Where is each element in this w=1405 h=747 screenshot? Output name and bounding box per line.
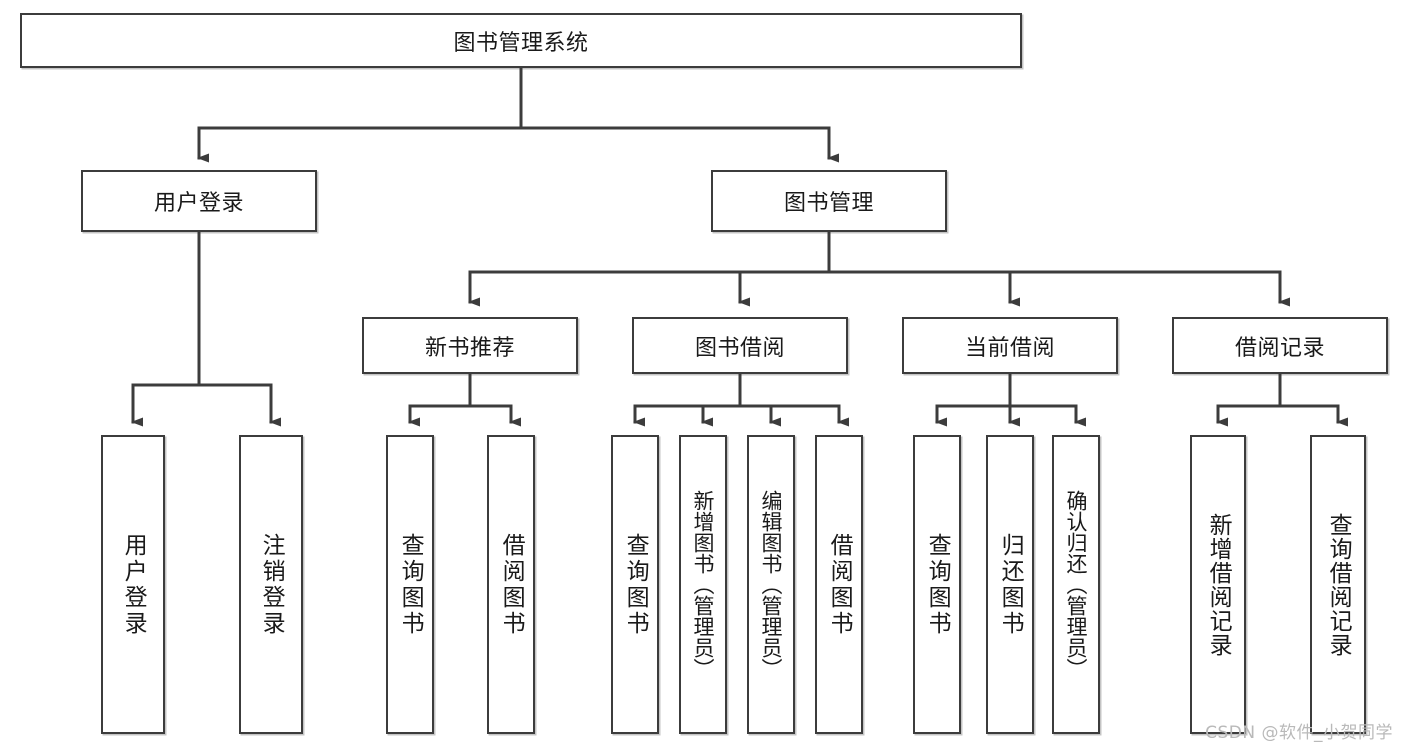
node-label: 图书管理 — [783, 191, 874, 216]
node-label: 查询借阅记录 — [1325, 512, 1352, 657]
node-leaf-query-record[interactable]: 查询借阅记录 — [1310, 435, 1366, 734]
watermark-text: CSDN @软件_小贺同学 — [1205, 723, 1393, 743]
node-leaf-borrow-book-2[interactable]: 借阅图书 — [815, 435, 863, 734]
node-leaf-edit-book[interactable]: 编辑图书（管理员） — [747, 435, 795, 734]
node-label: 图书管理系统 — [453, 30, 589, 56]
node-label: 新增借阅记录 — [1205, 512, 1232, 657]
node-borrow-record[interactable]: 借阅记录 — [1172, 317, 1388, 374]
node-label: 当前借阅 — [964, 335, 1055, 361]
node-leaf-query-book-1[interactable]: 查询图书 — [386, 435, 434, 734]
node-label: 用户登录 — [153, 191, 244, 216]
node-root-system[interactable]: 图书管理系统 — [20, 13, 1022, 68]
node-leaf-add-record[interactable]: 新增借阅记录 — [1190, 435, 1246, 734]
node-book-manage[interactable]: 图书管理 — [711, 170, 947, 232]
node-label: 归还图书 — [997, 532, 1024, 637]
node-label: 借阅图书 — [498, 532, 525, 637]
node-leaf-borrow-book-1[interactable]: 借阅图书 — [487, 435, 535, 734]
node-label: 借阅记录 — [1234, 335, 1325, 361]
node-new-book-rec[interactable]: 新书推荐 — [362, 317, 578, 374]
node-leaf-query-book-2[interactable]: 查询图书 — [611, 435, 659, 734]
node-label: 确认归还（管理员） — [1064, 490, 1089, 679]
node-leaf-user-login[interactable]: 用户登录 — [101, 435, 165, 734]
node-label: 编辑图书（管理员） — [759, 490, 784, 679]
node-leaf-add-book[interactable]: 新增图书（管理员） — [679, 435, 727, 734]
node-label: 图书借阅 — [694, 335, 785, 361]
node-label: 查询图书 — [622, 532, 649, 637]
node-label: 新增图书（管理员） — [691, 490, 716, 679]
node-leaf-return-book[interactable]: 归还图书 — [986, 435, 1034, 734]
node-current-borrow[interactable]: 当前借阅 — [902, 317, 1118, 374]
node-label: 借阅图书 — [826, 532, 853, 637]
node-leaf-confirm-return[interactable]: 确认归还（管理员） — [1052, 435, 1100, 734]
node-label: 用户登录 — [120, 532, 147, 637]
node-label: 查询图书 — [397, 532, 424, 637]
node-leaf-logout[interactable]: 注销登录 — [239, 435, 303, 734]
node-label: 注销登录 — [258, 532, 285, 637]
node-user-login[interactable]: 用户登录 — [81, 170, 317, 232]
node-label: 新书推荐 — [424, 335, 515, 361]
node-leaf-query-book-3[interactable]: 查询图书 — [913, 435, 961, 734]
node-label: 查询图书 — [924, 532, 951, 637]
node-book-borrow[interactable]: 图书借阅 — [632, 317, 848, 374]
